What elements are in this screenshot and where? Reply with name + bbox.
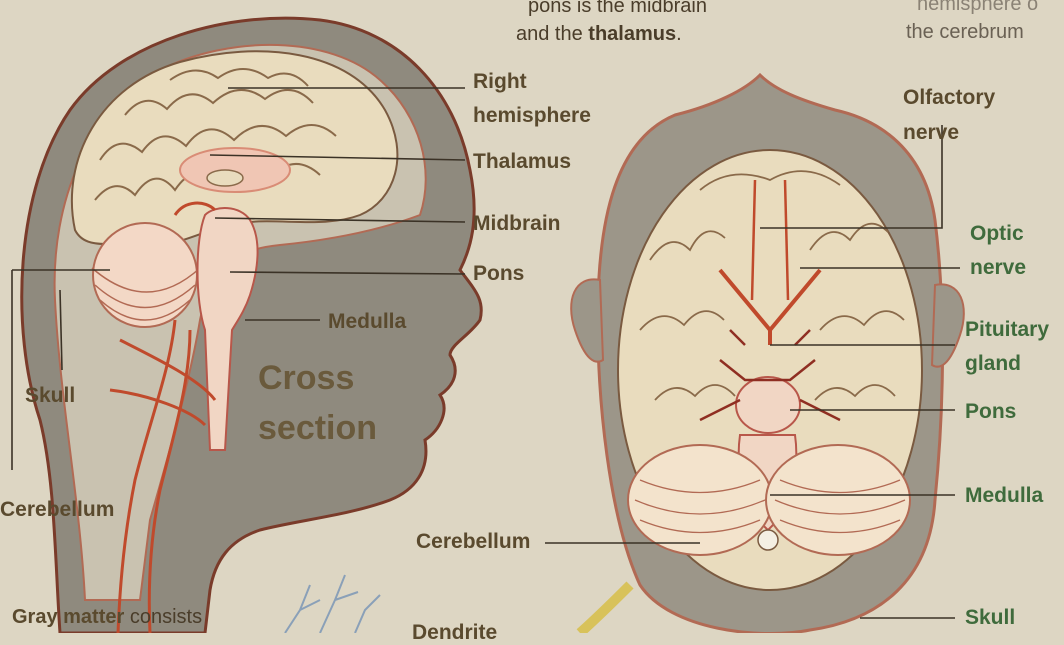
label-pons-side: Pons	[473, 262, 524, 286]
label-optic-2: nerve	[970, 256, 1026, 280]
label-medulla-bottom: Medulla	[965, 484, 1043, 508]
label-cerebellum-bottom: Cerebellum	[416, 530, 530, 554]
label-medulla-side: Medulla	[328, 310, 406, 334]
cerebellum-side	[93, 223, 197, 327]
dendrite-sketch	[285, 575, 380, 633]
label-pituitary-2: gland	[965, 352, 1021, 376]
intro-line-2: and the thalamus.	[516, 22, 682, 46]
thalamus-core	[207, 170, 243, 186]
label-optic-1: Optic	[970, 222, 1024, 246]
corner-text-top: hemisphere o	[917, 0, 1038, 16]
label-midbrain: Midbrain	[473, 212, 561, 236]
corner-text-bottom: the cerebrum	[906, 20, 1024, 44]
cross-section-title-1: Cross	[258, 358, 354, 398]
gray-matter-bold: Gray matter	[12, 606, 124, 628]
label-right-hemisphere-2: hemisphere	[473, 104, 591, 128]
label-skull-bottom: Skull	[965, 606, 1015, 630]
right-ear	[932, 284, 964, 366]
axon-sketch	[580, 585, 630, 633]
cross-section-title-2: section	[258, 408, 377, 448]
side-head-diagram	[22, 18, 482, 633]
label-skull-side: Skull	[25, 384, 75, 408]
cerebellum-left	[628, 445, 772, 555]
gray-matter-rest: consists	[130, 606, 202, 628]
label-thalamus: Thalamus	[473, 150, 571, 174]
label-olfactory-1: Olfactory	[903, 86, 995, 110]
label-pons-bottom: Pons	[965, 400, 1016, 424]
bottom-brain-diagram	[571, 75, 964, 633]
pons-bottom	[736, 377, 800, 433]
label-cerebellum-side: Cerebellum	[0, 498, 114, 522]
cerebellum-right	[766, 445, 910, 555]
left-ear	[571, 279, 603, 361]
gray-matter-text: Gray matter consists	[12, 605, 202, 629]
intro-line-2-pre: and the	[516, 23, 583, 45]
intro-line-2-post: .	[676, 23, 682, 45]
intro-line-2-bold: thalamus	[588, 23, 676, 45]
spinal-cord-section	[758, 530, 778, 550]
label-dendrite: Dendrite	[412, 621, 497, 645]
intro-line-1: pons is the midbrain	[528, 0, 707, 18]
label-olfactory-2: nerve	[903, 121, 959, 145]
label-right-hemisphere-1: Right	[473, 70, 527, 94]
label-pituitary-1: Pituitary	[965, 318, 1049, 342]
